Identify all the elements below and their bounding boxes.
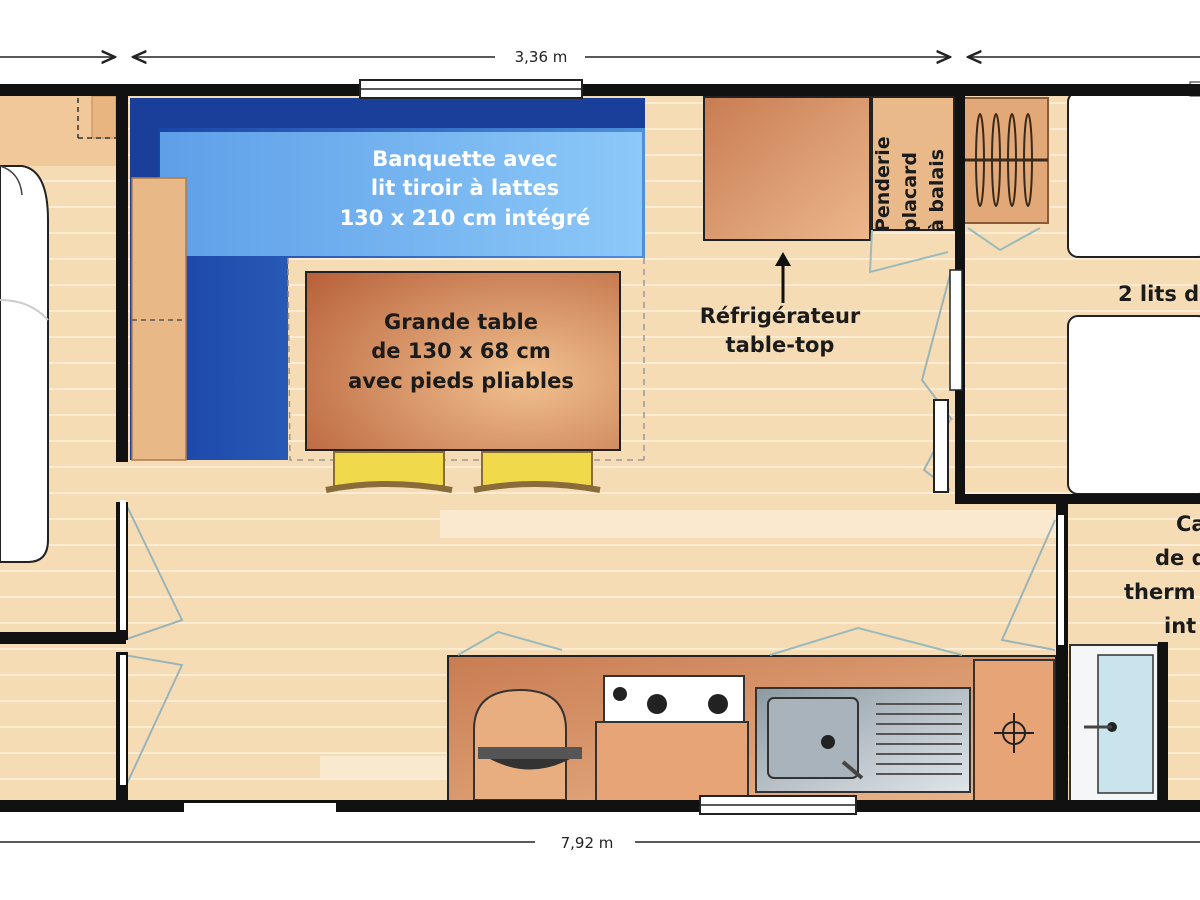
left-bedroom xyxy=(0,95,118,563)
top-dimension: 3,36 m xyxy=(0,48,1200,66)
chair-left xyxy=(325,451,453,493)
chair-right xyxy=(473,451,601,493)
bench xyxy=(130,98,645,461)
wardrobe-label-1: Penderie xyxy=(872,136,894,232)
bathroom xyxy=(1069,644,1159,802)
bottom-dimension: 7,92 m xyxy=(0,834,1200,852)
fridge xyxy=(703,96,871,303)
table-label: Grande table de 130 x 68 cm avec pieds p… xyxy=(348,310,574,393)
wardrobe-label-3: à balais xyxy=(926,148,948,232)
wardrobe xyxy=(868,96,955,274)
bench-label: Banquette avec lit tiroir à lattes 130 x… xyxy=(339,147,591,230)
bath-label-1: Ca xyxy=(1176,512,1200,536)
length-dimension-label: 7,92 m xyxy=(561,834,614,852)
fridge-label: Réfrigérateur table-top xyxy=(699,304,861,358)
right-bedroom xyxy=(1067,81,1200,495)
hanging-rail xyxy=(963,97,1049,252)
bath-label-2: de d xyxy=(1155,546,1200,570)
wardrobe-label-2: placard xyxy=(899,152,921,232)
windows xyxy=(120,79,1064,815)
bath-label-3: therm xyxy=(1124,580,1196,604)
beds-label: 2 lits d xyxy=(1118,282,1200,306)
table xyxy=(305,271,621,451)
width-dimension-label: 3,36 m xyxy=(515,48,568,66)
bath-label-4: int xyxy=(1164,614,1197,638)
